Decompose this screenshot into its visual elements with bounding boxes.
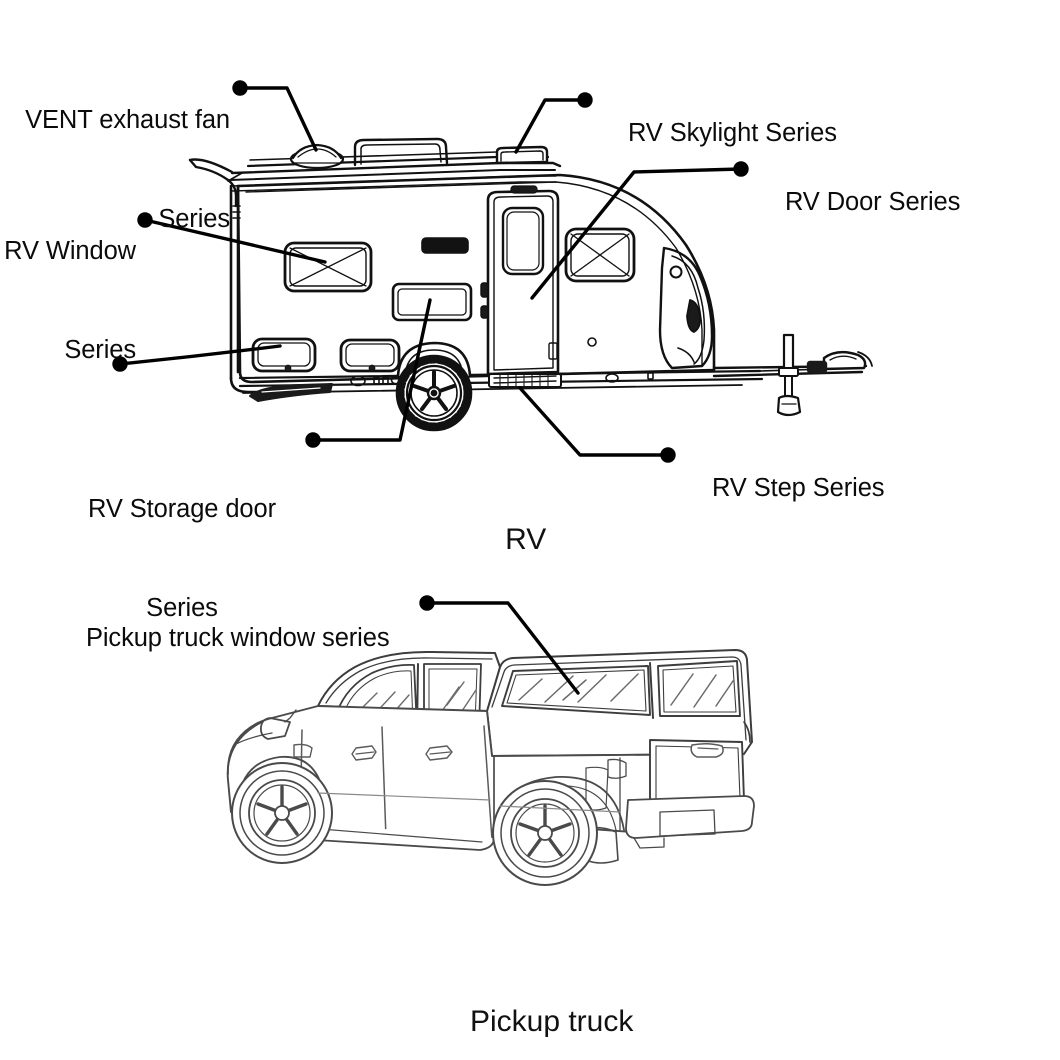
rv-skylight <box>495 145 549 165</box>
callout-rv-skylight[interactable]: RV Skylight Series <box>600 84 837 183</box>
leader-rv-skylight <box>514 92 593 154</box>
callout-vent-exhaust-fan[interactable]: VENT exhaust fan Series <box>0 38 230 302</box>
truck-door-handle-front <box>351 745 377 761</box>
leader-rv-storage-door-2 <box>305 298 432 448</box>
rv-body-marker <box>587 337 597 347</box>
rv-window-rear <box>283 241 373 293</box>
callout-pickup-window[interactable]: Pickup truck window series <box>58 589 390 688</box>
callout-rv-window-line1: RV Window <box>4 237 136 265</box>
rv-nose-cap <box>658 246 714 370</box>
rv-side-vent <box>421 237 469 254</box>
leader-rv-step <box>518 386 676 463</box>
truck-rear-bumper <box>625 795 755 849</box>
truck-canopy-window-right <box>657 660 741 717</box>
leader-pickup-window <box>419 595 580 695</box>
callout-rv-storage-door-line2: Series <box>146 594 218 622</box>
callout-rv-door-text: RV Door Series <box>784 188 961 216</box>
callout-rv-window-line2: Series <box>64 336 136 364</box>
truck-hood <box>227 717 273 775</box>
callout-vent-exhaust-fan-line1: VENT exhaust fan <box>25 106 230 134</box>
callout-rv-skylight-text: RV Skylight Series <box>627 119 837 147</box>
callout-rv-storage-door-line1: RV Storage door <box>88 495 276 523</box>
rv-rear-skirt <box>249 383 333 402</box>
leader-rv-storage-door <box>112 344 282 372</box>
leader-rv-window <box>137 212 327 264</box>
callout-pickup-window-text: Pickup truck window series <box>85 624 390 652</box>
rv-body-inner-line <box>245 181 703 367</box>
figure-caption-rv-text: RV <box>505 523 547 556</box>
callout-rv-step-text: RV Step Series <box>711 474 885 502</box>
figure-caption-pickup-truck: Pickup truck <box>0 971 1060 1060</box>
truck-tailgate-handle <box>690 742 724 758</box>
rv-storage-door-2 <box>339 338 401 373</box>
callout-rv-window[interactable]: RV Window Series <box>0 169 136 433</box>
truck-front-wheel <box>231 762 333 864</box>
rv-entry-step <box>488 373 562 388</box>
figure-caption-pickup-truck-text: Pickup truck <box>469 1005 634 1038</box>
leader-vent-fan <box>232 80 318 152</box>
rv-mid-hatch <box>391 282 473 322</box>
rv-wheel <box>395 354 473 432</box>
rv-entry-door <box>480 185 560 376</box>
callout-vent-exhaust-fan-line2: Series <box>158 205 230 233</box>
rv-roof-rack <box>353 137 449 167</box>
truck-door-handle-rear <box>425 745 453 761</box>
truck-lower-contours <box>317 792 621 813</box>
rv-tongue-hitch <box>712 333 873 417</box>
rv-body-shell <box>236 173 716 384</box>
callout-rv-step[interactable]: RV Step Series <box>684 439 885 538</box>
callout-rv-door[interactable]: RV Door Series <box>757 153 960 252</box>
truck-side-marker <box>293 743 313 758</box>
callout-rv-storage-door[interactable]: RV Storage door Series <box>60 427 304 691</box>
figure-caption-rv: RV <box>0 489 1018 591</box>
leader-rv-door <box>530 161 749 300</box>
